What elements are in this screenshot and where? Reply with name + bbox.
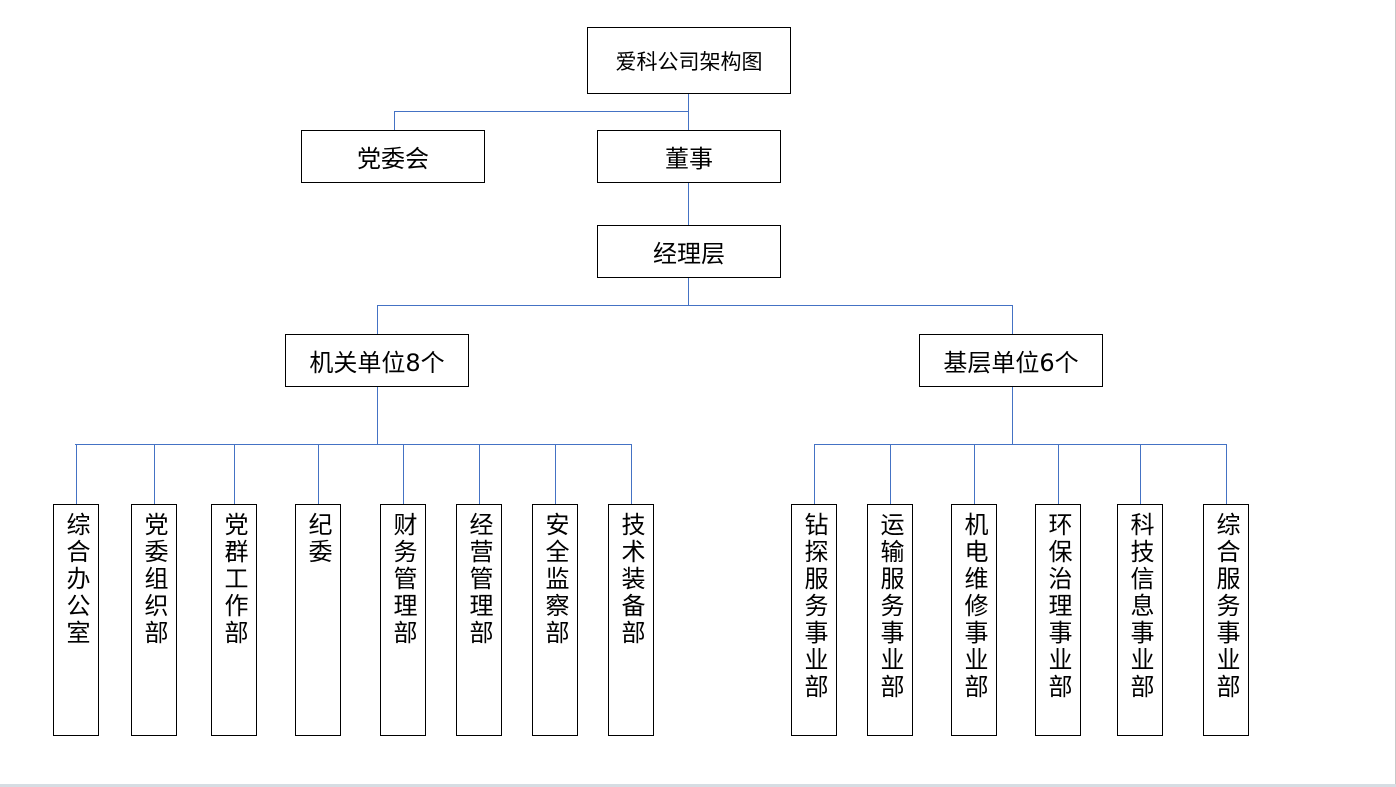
- left-unit-box-1: 综合办公室: [53, 504, 99, 736]
- unit-connector-line: [890, 444, 891, 504]
- left-unit-box-8: 技术装备部: [608, 504, 654, 736]
- connector-line: [688, 93, 689, 112]
- connector-line: [688, 111, 689, 131]
- connector-line: [377, 305, 378, 334]
- connector-line: [1012, 386, 1013, 445]
- party-committee-label: 党委会: [357, 145, 429, 173]
- right-unit-label: 钻探服务事业部: [800, 512, 828, 701]
- right-unit-box-6: 综合服务事业部: [1203, 504, 1249, 736]
- left-group-label: 机关单位8个: [309, 349, 445, 377]
- unit-connector-line: [974, 444, 975, 504]
- unit-connector-line: [234, 444, 235, 504]
- unit-connector-line: [76, 444, 77, 504]
- connector-line: [377, 386, 378, 445]
- left-unit-label: 财务管理部: [389, 512, 417, 647]
- connector-line: [394, 111, 689, 112]
- left-unit-box-2: 党委组织部: [131, 504, 177, 736]
- unit-connector-line: [814, 444, 815, 504]
- chart-title: 爱科公司架构图: [615, 49, 763, 74]
- left-unit-box-4: 纪委: [295, 504, 341, 736]
- unit-connector-line: [479, 444, 480, 504]
- right-group-box: 基层单位6个: [919, 334, 1103, 387]
- right-unit-box-5: 科技信息事业部: [1117, 504, 1163, 736]
- board-box: 董事: [597, 130, 781, 183]
- left-unit-box-5: 财务管理部: [380, 504, 426, 736]
- left-unit-label: 党群工作部: [220, 512, 248, 647]
- management-box: 经理层: [597, 225, 781, 278]
- right-unit-label: 综合服务事业部: [1212, 512, 1240, 701]
- unit-connector-line: [631, 444, 632, 504]
- unit-connector-line: [1140, 444, 1141, 504]
- unit-connector-line: [1226, 444, 1227, 504]
- right-unit-label: 环保治理事业部: [1044, 512, 1072, 701]
- board-label: 董事: [665, 145, 713, 173]
- right-unit-box-3: 机电维修事业部: [951, 504, 997, 736]
- unit-connector-line: [154, 444, 155, 504]
- bottom-edge: [0, 784, 1396, 787]
- right-unit-box-2: 运输服务事业部: [867, 504, 913, 736]
- unit-connector-line: [403, 444, 404, 504]
- left-group-box: 机关单位8个: [285, 334, 469, 387]
- left-unit-box-3: 党群工作部: [211, 504, 257, 736]
- left-unit-label: 党委组织部: [140, 512, 168, 647]
- right-unit-label: 科技信息事业部: [1126, 512, 1154, 701]
- unit-connector-line: [318, 444, 319, 504]
- connector-line: [814, 444, 1227, 445]
- connector-line: [1012, 305, 1013, 334]
- left-unit-label: 纪委: [304, 512, 332, 566]
- title-box: 爱科公司架构图: [587, 27, 791, 94]
- left-unit-box-6: 经营管理部: [456, 504, 502, 736]
- connector-line: [377, 305, 1013, 306]
- right-group-label: 基层单位6个: [943, 349, 1079, 377]
- left-unit-box-7: 安全监察部: [532, 504, 578, 736]
- left-unit-label: 安全监察部: [541, 512, 569, 647]
- connector-line: [688, 277, 689, 306]
- left-unit-label: 综合办公室: [62, 512, 90, 647]
- unit-connector-line: [555, 444, 556, 504]
- connector-line: [394, 111, 395, 131]
- left-unit-label: 经营管理部: [465, 512, 493, 647]
- right-unit-label: 机电维修事业部: [960, 512, 988, 701]
- management-label: 经理层: [653, 240, 725, 268]
- right-unit-box-4: 环保治理事业部: [1035, 504, 1081, 736]
- connector-line: [688, 182, 689, 225]
- right-unit-label: 运输服务事业部: [876, 512, 904, 701]
- unit-connector-line: [1058, 444, 1059, 504]
- connector-line: [75, 444, 631, 445]
- right-unit-box-1: 钻探服务事业部: [791, 504, 837, 736]
- left-unit-label: 技术装备部: [617, 512, 645, 647]
- party-committee-box: 党委会: [301, 130, 485, 183]
